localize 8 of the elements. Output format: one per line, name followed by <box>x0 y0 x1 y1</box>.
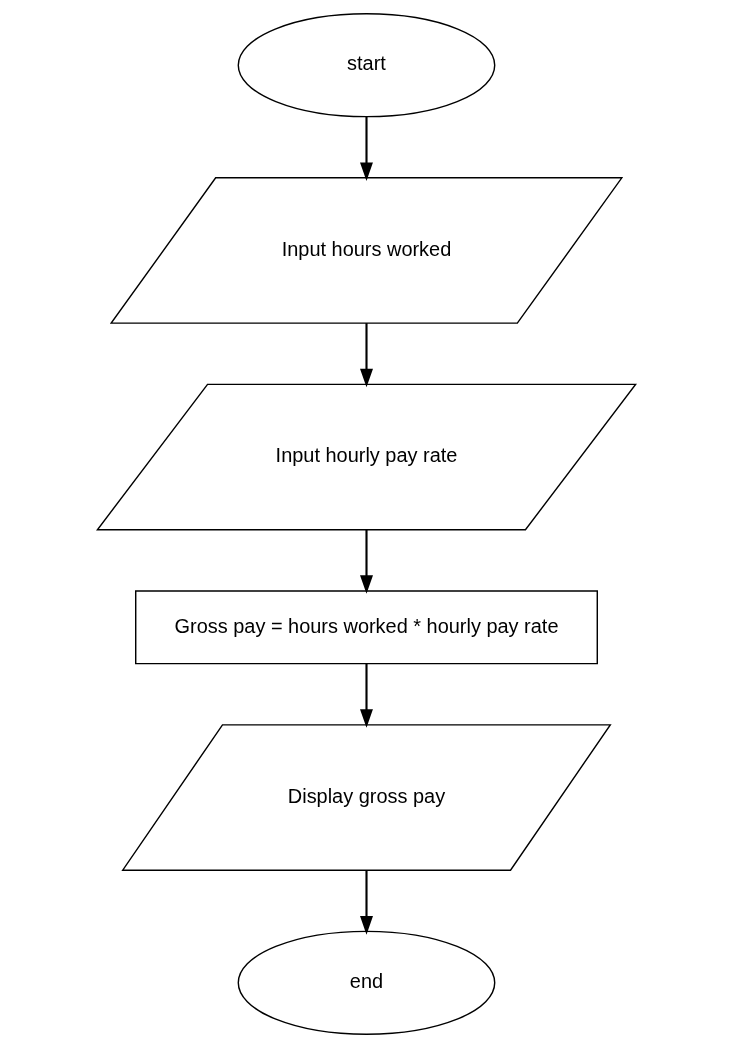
node-ellipse: end <box>237 930 495 1035</box>
arrow <box>359 663 373 728</box>
arrow <box>359 870 373 935</box>
node-box: Gross pay = hours worked * hourly pay rate <box>134 590 598 665</box>
arrow <box>359 529 373 594</box>
arrow <box>359 116 373 181</box>
arrow <box>359 323 373 388</box>
node-ellipse: start <box>237 13 495 118</box>
